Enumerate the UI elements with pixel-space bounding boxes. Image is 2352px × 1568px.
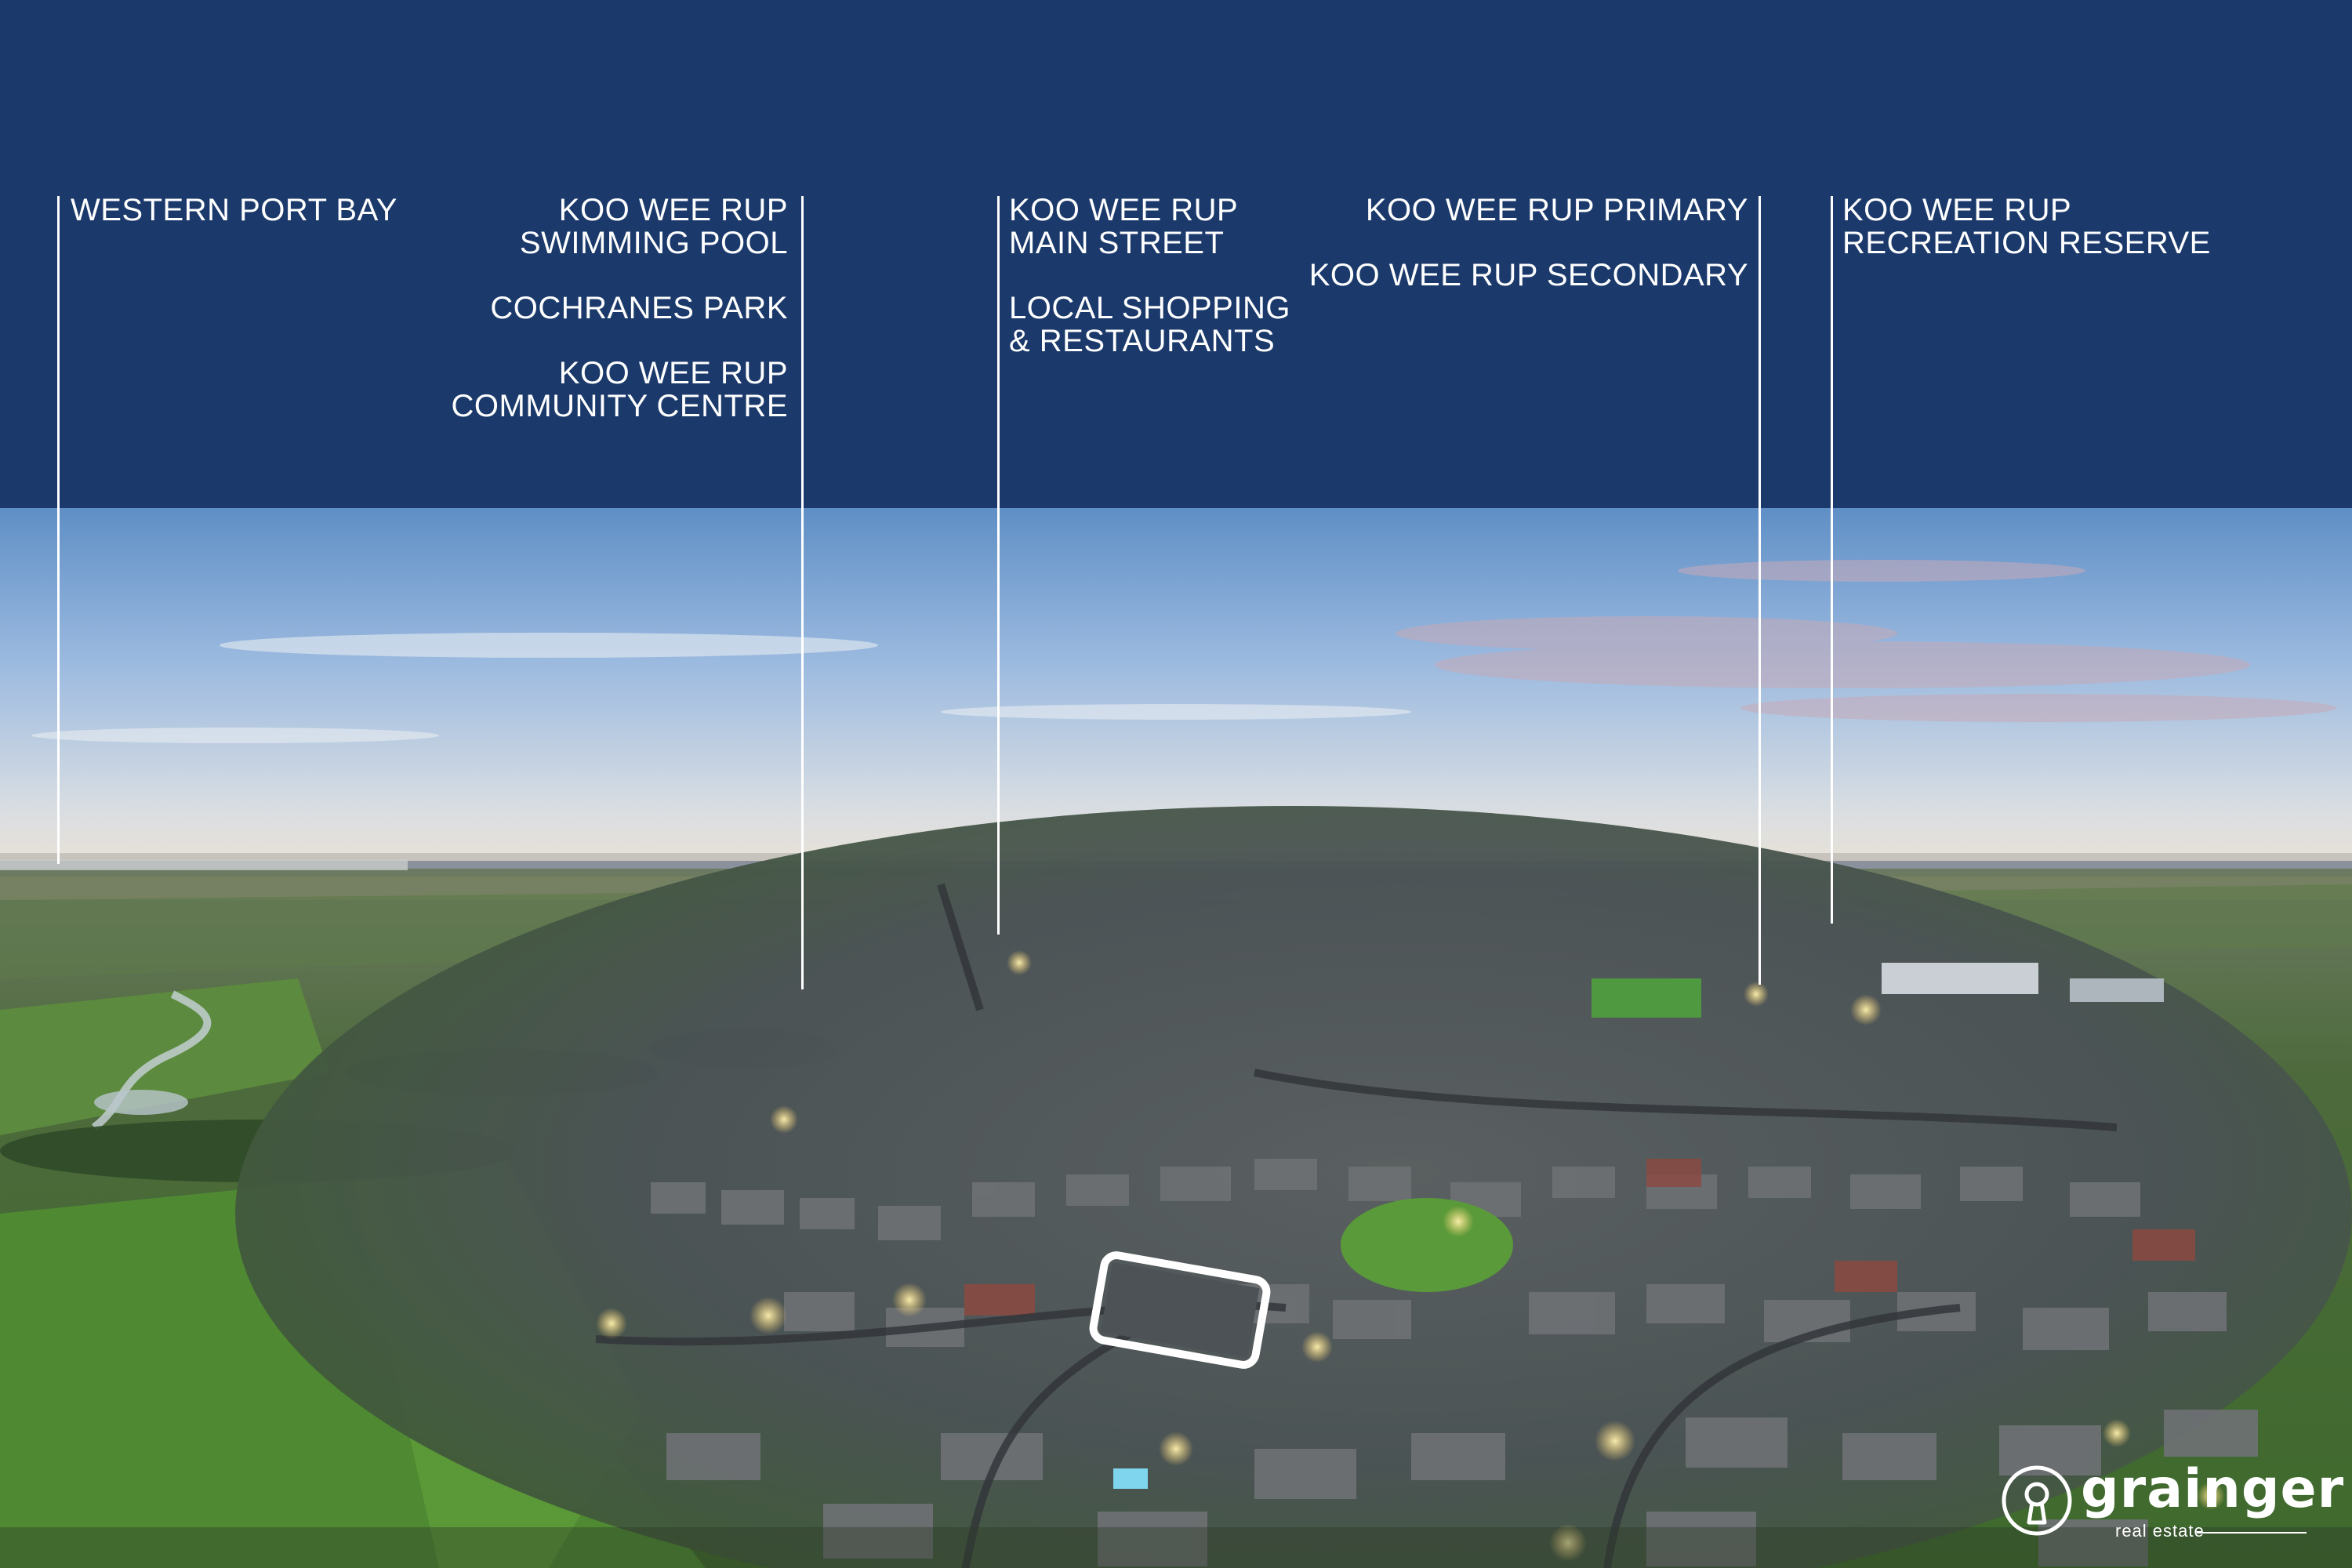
label-main-street: KOO WEE RUP MAIN STREET — [1009, 193, 1239, 260]
leader-line-main-street — [997, 196, 1000, 935]
label-secondary-school: KOO WEE RUP SECONDARY — [1308, 258, 1748, 292]
grainger-logo: grainger real estate — [1999, 1460, 2343, 1546]
leader-line-recreation-reserve — [1831, 196, 1833, 924]
label-western-port-bay: WESTERN PORT BAY — [71, 193, 397, 227]
leader-line-primary-school — [1759, 196, 1761, 985]
house-keyhole-icon — [2002, 1465, 2072, 1536]
leader-line-western-port-bay — [57, 196, 60, 864]
label-community-centre: KOO WEE RUP COMMUNITY CENTRE — [451, 356, 788, 423]
logo-divider — [2197, 1532, 2307, 1534]
title-banner — [0, 0, 2352, 508]
property-highlight — [1089, 1251, 1271, 1369]
logo-wordmark: grainger — [2081, 1458, 2345, 1520]
label-swimming-pool: KOO WEE RUP SWIMMING POOL — [519, 193, 788, 260]
label-cochranes-park: COCHRANES PARK — [490, 291, 788, 325]
label-primary-school: KOO WEE RUP PRIMARY — [1365, 193, 1748, 227]
logo-tagline: real estate — [2115, 1521, 2205, 1541]
leader-line-swimming-pool — [801, 196, 804, 989]
label-local-shopping: LOCAL SHOPPING & RESTAURANTS — [1009, 291, 1290, 358]
aerial-photo — [0, 508, 2352, 1568]
label-recreation-reserve: KOO WEE RUP RECREATION RESERVE — [1842, 193, 2211, 260]
